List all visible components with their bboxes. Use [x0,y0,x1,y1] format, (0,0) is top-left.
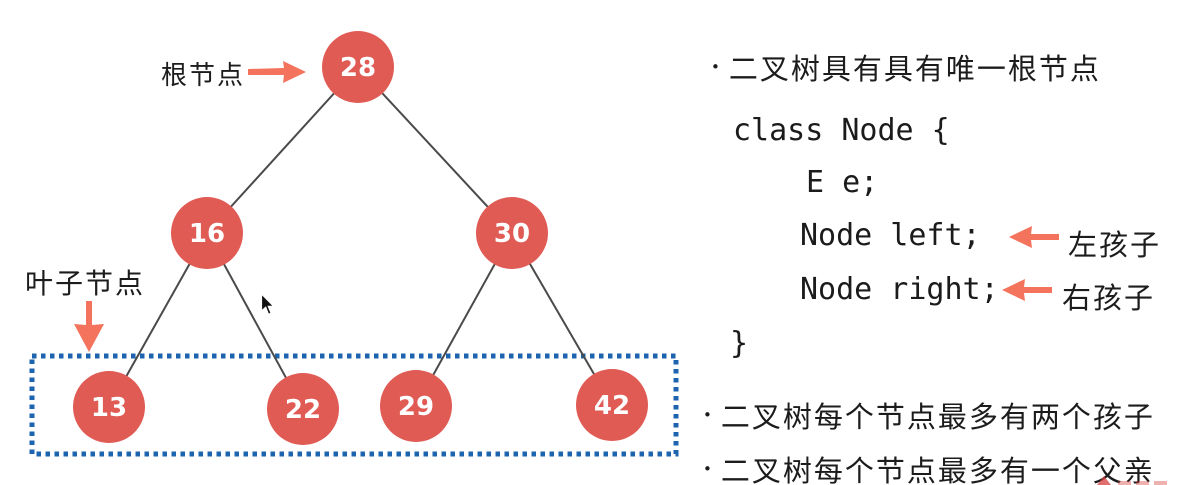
tree-node-28: 28 [322,31,394,103]
tree-node-16: 16 [171,197,243,269]
bullet-one-parent: • 二叉树每个节点最多有一个父亲 [703,448,1155,485]
node-value: 42 [594,391,630,421]
bullet-two-children: • 二叉树每个节点最多有两个孩子 [703,394,1155,436]
node-value: 22 [285,395,321,425]
node-circle [576,369,648,441]
tree-node-13: 13 [73,371,145,443]
code-class-node: class Node { [733,113,950,148]
tree-node-30: 30 [476,197,548,269]
leaf-arrow-down-icon [74,301,104,352]
left-child-label: 左孩子 [1068,228,1162,262]
code-node-right: Node right; [800,272,999,307]
code-node-left: Node left; [800,218,981,253]
root-node-label: 根节点 [161,61,246,91]
node-circle [476,197,548,269]
binary-tree-diagram: 28 16 30 13 22 29 42 [29,31,679,457]
node-circle [380,370,452,442]
tree-edge-28-16 [206,66,359,234]
watermark-fragment [1097,476,1167,485]
mouse-cursor [260,293,276,316]
tree-node-42: 42 [576,369,648,441]
bullet-unique-root: • 二叉树具有具有唯一根节点 [711,46,1101,88]
bullet-dot: • [703,460,712,478]
leaf-nodes-box [29,353,679,457]
bullet-dot: • [703,406,712,424]
bullet-dot: • [711,58,720,76]
node-circle [171,197,243,269]
left-child-arrow-icon [1009,226,1059,248]
node-value: 29 [398,392,434,422]
node-value: 13 [91,393,127,423]
bullet-one-parent-text: 二叉树每个节点最多有一个父亲 [720,454,1155,485]
bullet-two-children-text: 二叉树每个节点最多有两个孩子 [720,400,1155,434]
code-closing-brace: } [730,326,749,361]
node-circle [267,373,339,445]
node-value: 30 [494,219,530,249]
tree-edge-28-30 [357,66,513,234]
node-circle [73,371,145,443]
bullet-unique-root-text: 二叉树具有具有唯一根节点 [728,52,1101,86]
node-value: 28 [340,53,376,83]
node-circle [322,31,394,103]
tree-node-29: 29 [380,370,452,442]
code-e-field: E e; [806,165,879,200]
tree-node-22: 22 [267,373,339,445]
right-child-arrow-icon [1002,279,1052,301]
right-child-label: 右孩子 [1062,281,1156,315]
node-value: 16 [189,219,225,249]
root-arrow-right-icon [248,61,306,83]
leaf-node-label: 叶子节点 [25,267,146,300]
